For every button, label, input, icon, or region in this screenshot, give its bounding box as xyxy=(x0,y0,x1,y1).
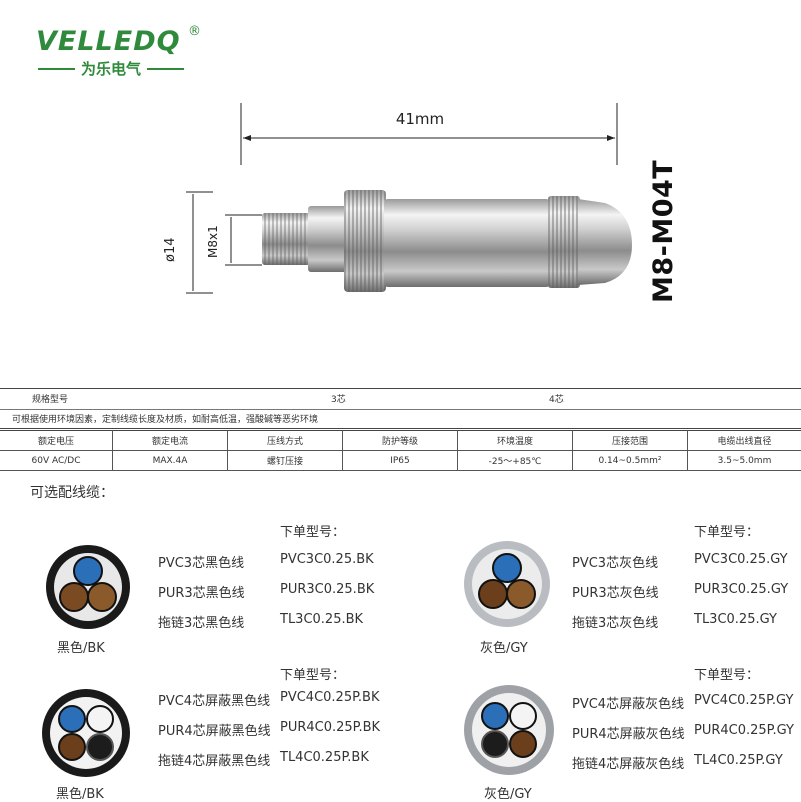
cable-code: PVC3C0.25.GY xyxy=(694,552,788,567)
spec-value: -25～+85℃ xyxy=(458,451,573,471)
spec-value: 0.14~0.5mm² xyxy=(573,451,688,471)
spec-header: 压线方式 xyxy=(228,431,343,451)
cable-3core-black-icon xyxy=(45,544,131,630)
cable-code: TL4C0.25P.GY xyxy=(694,753,783,768)
cable-code: PUR4C0.25P.GY xyxy=(694,723,794,738)
cable-code: PUR3C0.25.BK xyxy=(280,582,374,597)
cable-caption: 黑色/BK xyxy=(56,783,104,802)
cable-name: PUR4芯屏蔽灰色线 xyxy=(572,723,685,742)
spec-header: 额定电流 xyxy=(113,431,228,451)
cables-title: 可选配线缆： xyxy=(30,482,114,502)
diameter-dimension: ø14 xyxy=(163,238,178,263)
cable-code: PVC3C0.25.BK xyxy=(280,552,374,567)
spec-note: 可根据使用环境因素，定制线缆长度及材质，如耐高低温，强酸碱等恶劣环境 xyxy=(12,412,318,425)
logo-rule-left xyxy=(38,68,75,70)
dim-arrow-left xyxy=(243,135,251,141)
spec-header: 额定电压 xyxy=(0,431,113,451)
spec-core3: 3芯 xyxy=(331,392,346,405)
cable-code: PUR3C0.25.GY xyxy=(694,582,788,597)
registered-mark: ® xyxy=(188,24,201,39)
cable-name: PVC3芯灰色线 xyxy=(572,552,658,571)
spec-title-row xyxy=(0,388,801,410)
logo-rule-right xyxy=(147,68,184,70)
spec-header: 电缆出线直径 xyxy=(688,431,801,451)
cable-name: 拖链3芯灰色线 xyxy=(572,612,658,631)
brand-subtitle: 为乐电气 xyxy=(38,58,184,79)
spec-header: 环境温度 xyxy=(458,431,573,451)
cable-3core-gray-icon xyxy=(463,540,551,628)
spec-value: 螺钉压接 xyxy=(228,451,343,471)
spec-header-row: 额定电压 额定电流 压线方式 防护等级 环境温度 压接范围 电缆出线直径 xyxy=(0,431,801,451)
spec-core4: 4芯 xyxy=(549,392,564,405)
cable-name: PVC4芯屏蔽灰色线 xyxy=(572,693,684,712)
cable-name: PUR3芯黑色线 xyxy=(158,582,245,601)
spec-value: 60V AC/DC xyxy=(0,451,113,471)
cable-code: PVC4C0.25P.BK xyxy=(280,690,380,705)
model-label: M8-M04T xyxy=(648,160,679,303)
neck-section xyxy=(308,206,348,272)
spec-table: 额定电压 额定电流 压线方式 防护等级 环境温度 压接范围 电缆出线直径 60V… xyxy=(0,430,801,471)
cable-name: 拖链4芯屏蔽黑色线 xyxy=(158,750,270,769)
spec-title: 规格型号 xyxy=(32,392,68,405)
cable-name: 拖链3芯黑色线 xyxy=(158,612,244,631)
cable-end-cap xyxy=(578,199,632,285)
cable-code: TL3C0.25.GY xyxy=(694,612,777,627)
cable-code: TL3C0.25.BK xyxy=(280,612,363,627)
cable-name: PVC3芯黑色线 xyxy=(158,552,244,571)
brand-logo: VELLEDQ xyxy=(36,26,181,57)
dim-arrow-right xyxy=(607,135,615,141)
cable-name: PUR4芯屏蔽黑色线 xyxy=(158,720,271,739)
spec-value: MAX.4A xyxy=(113,451,228,471)
cable-4core-black-icon xyxy=(41,688,131,778)
cable-code: PUR4C0.25P.BK xyxy=(280,720,380,735)
barrel xyxy=(384,199,550,287)
order-label: 下单型号： xyxy=(694,664,759,683)
thread-dimension: M8x1 xyxy=(206,225,220,258)
spec-value-row: 60V AC/DC MAX.4A 螺钉压接 IP65 -25～+85℃ 0.14… xyxy=(0,451,801,471)
order-label: 下单型号： xyxy=(280,664,345,683)
cable-code: PVC4C0.25P.GY xyxy=(694,693,793,708)
cable-4core-gray-icon xyxy=(463,684,555,776)
cable-code: TL4C0.25P.BK xyxy=(280,750,369,765)
spec-header: 防护等级 xyxy=(343,431,458,451)
cable-name: PUR3芯灰色线 xyxy=(572,582,659,601)
brand-subtitle-text: 为乐电气 xyxy=(81,58,141,79)
spec-value: IP65 xyxy=(343,451,458,471)
spec-value: 3.5~5.0mm xyxy=(688,451,801,471)
spec-header: 压接范围 xyxy=(573,431,688,451)
cable-caption: 黑色/BK xyxy=(57,637,105,656)
cable-caption: 灰色/GY xyxy=(480,637,528,656)
cable-name: 拖链4芯屏蔽灰色线 xyxy=(572,753,684,772)
cable-name: PVC4芯屏蔽黑色线 xyxy=(158,690,270,709)
order-label: 下单型号： xyxy=(280,521,345,540)
order-label: 下单型号： xyxy=(694,521,759,540)
cable-caption: 灰色/GY xyxy=(484,783,532,802)
length-dimension: 41mm xyxy=(360,110,480,128)
